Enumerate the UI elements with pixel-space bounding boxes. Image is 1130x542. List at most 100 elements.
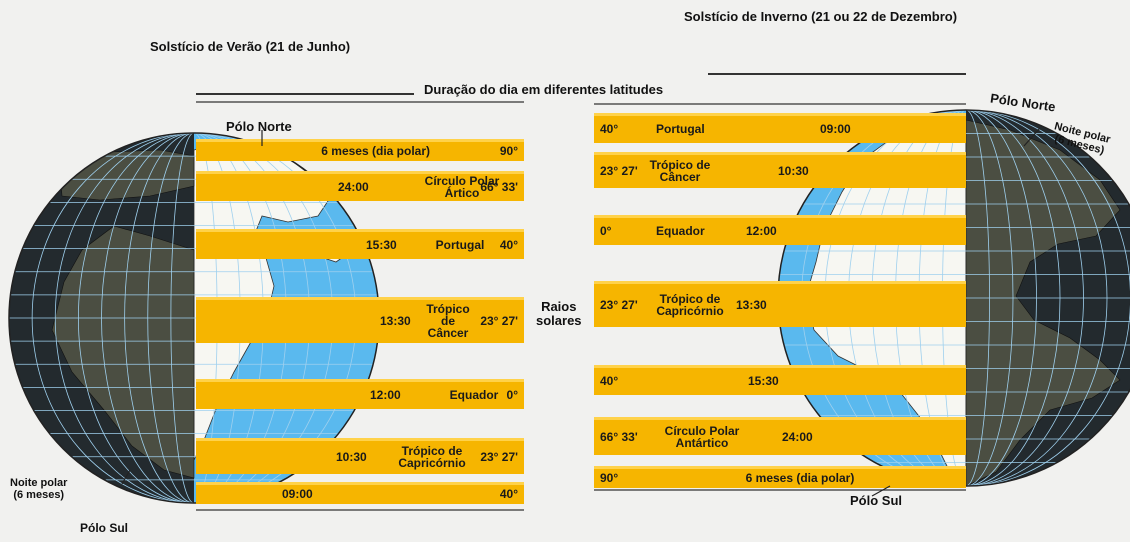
right-band-highlight [594, 417, 966, 420]
left-band-duration-line: 6 meses (dia polar) [321, 144, 430, 158]
left-band-highlight [196, 297, 524, 300]
right-band [594, 365, 966, 395]
left-band-place-line: Câncer [428, 326, 469, 340]
left-band-duration: 15:30 [366, 238, 397, 252]
left-band-latitude: 66° 33' [480, 180, 518, 194]
left-latitude-bands: 6 meses (dia polar) 90° 24:00 Círculo Polar… [196, 101, 524, 511]
left-band-duration-line: 24:00 [338, 180, 369, 194]
right-band-place: Portugal [656, 122, 705, 136]
left-band-place-line: Ártico [445, 185, 480, 200]
left-band-duration: 13:30 [380, 314, 411, 328]
right-polo-sul-label: Pólo Sul [850, 493, 902, 508]
left-globe [8, 132, 380, 504]
left-band-duration-line: 15:30 [366, 238, 397, 252]
left-band-duration: 24:00 [338, 180, 369, 194]
left-band-latitude: 23° 27' [480, 314, 518, 328]
right-band [594, 417, 966, 455]
right-band [594, 466, 966, 488]
right-band-place-line: Equador [656, 224, 705, 238]
left-band-latitude: 90° [500, 144, 518, 158]
right-band-highlight [594, 365, 966, 368]
left-polo-sul-label: Pólo Sul [80, 521, 128, 535]
right-band-duration-line: 15:30 [748, 374, 779, 388]
left-band-place-line: Portugal [436, 238, 485, 252]
right-band-latitude-line: 23° 27' [600, 298, 638, 312]
right-band-duration: 15:30 [748, 374, 779, 388]
left-band-highlight [196, 139, 524, 142]
left-band-highlight [196, 438, 524, 441]
left-band-place-line: de [441, 314, 455, 328]
left-band-place: Equador [450, 388, 499, 402]
right-band-duration: 10:30 [778, 164, 809, 178]
right-band-duration: 09:00 [820, 122, 851, 136]
left-band-highlight [196, 229, 524, 232]
right-band-highlight [594, 281, 966, 284]
right-band-place-line: Portugal [656, 122, 705, 136]
left-noite-polar-label: Noite polar (6 meses) [10, 477, 68, 501]
left-band-duration-line: 13:30 [380, 314, 411, 328]
left-band-place-line: Equador [450, 388, 499, 402]
right-noite-polar-pointer [1023, 127, 1041, 147]
right-polo-sul-pointer [871, 485, 891, 497]
left-band [196, 297, 524, 343]
left-band-latitude: 0° [507, 388, 519, 402]
right-band-place-line: Círculo Polar [665, 424, 740, 438]
left-globe-night-land [51, 225, 195, 479]
left-band [196, 171, 524, 201]
right-band-place-line: Antártico [676, 436, 729, 450]
left-band-latitude: 40° [500, 487, 518, 501]
right-band-latitude-line: 0° [600, 224, 612, 238]
left-noite-polar-pointer [121, 469, 131, 485]
right-band-latitude: 40° [600, 374, 618, 388]
left-band-latitude: 40° [500, 238, 518, 252]
left-band-place-line: Trópico de [402, 444, 463, 458]
right-band-place: Equador [656, 224, 705, 238]
right-band-duration: 6 meses (dia polar) [746, 471, 855, 485]
left-band-duration: 6 meses (dia polar) [321, 144, 430, 158]
right-band-place-line: Câncer [660, 170, 701, 184]
summer-solstice-title: Solstício de Verão (21 de Junho) [150, 39, 351, 54]
left-band-duration-line: 10:30 [336, 450, 367, 464]
left-band [196, 139, 524, 161]
right-band-duration: 24:00 [782, 430, 813, 444]
left-band-latitude-line: 23° 27' [480, 314, 518, 328]
left-band [196, 482, 524, 504]
left-band-duration: 12:00 [370, 388, 401, 402]
right-band-place-line: Trópico de [650, 158, 711, 172]
right-band-latitude-line: 40° [600, 374, 618, 388]
left-band-highlight [196, 379, 524, 382]
right-globe-night-land [965, 119, 1121, 486]
left-band-duration: 10:30 [336, 450, 367, 464]
left-band-duration: 09:00 [282, 487, 313, 501]
left-band-latitude-line: 40° [500, 487, 518, 501]
left-band [196, 438, 524, 474]
subtitle-rule-left [196, 93, 414, 95]
right-band [594, 281, 966, 327]
right-band-latitude: 66° 33' [600, 430, 638, 444]
right-band-latitude-line: 90° [600, 471, 618, 485]
right-band-latitude: 23° 27' [600, 298, 638, 312]
right-band-place-line: Trópico de [660, 292, 721, 306]
right-band-highlight [594, 152, 966, 155]
right-band-latitude-line: 40° [600, 122, 618, 136]
right-band-duration-line: 6 meses (dia polar) [746, 471, 855, 485]
right-band [594, 215, 966, 245]
right-band-highlight [594, 215, 966, 218]
right-band-latitude-line: 23° 27' [600, 164, 638, 178]
right-band-duration-line: 09:00 [820, 122, 851, 136]
left-polo-norte-label: Pólo Norte [226, 119, 292, 134]
left-band [196, 229, 524, 259]
right-band-duration: 13:30 [736, 298, 767, 312]
left-band-latitude-line: 66° 33' [480, 180, 518, 194]
left-band-place-line: Círculo Polar [425, 174, 500, 188]
right-band-latitude: 0° [600, 224, 612, 238]
